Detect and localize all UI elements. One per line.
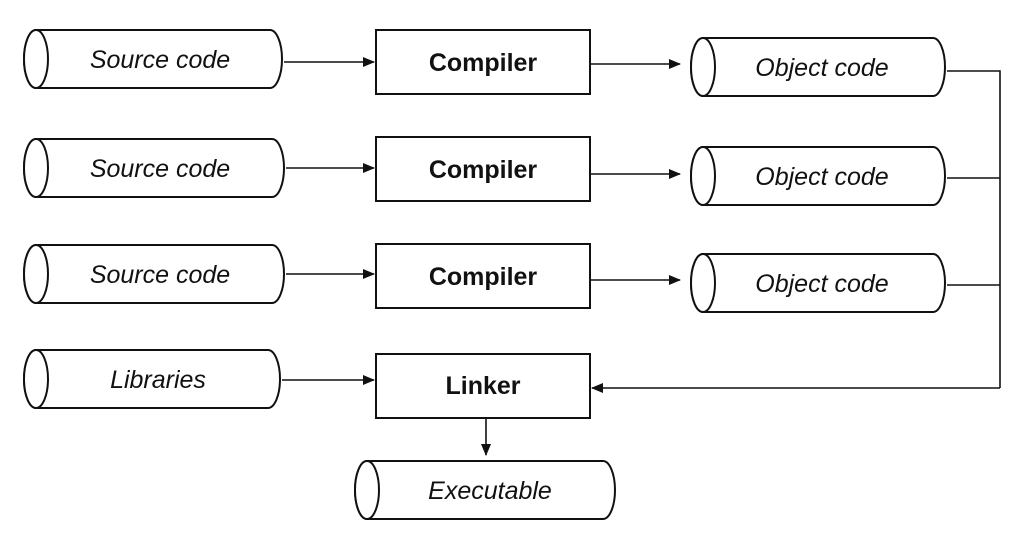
executable-label: Executable <box>428 477 552 505</box>
source-code-store-1: Source code <box>23 29 283 89</box>
source-code-label-3: Source code <box>90 261 230 289</box>
object-code-label-3: Object code <box>755 270 888 298</box>
object-code-label-2: Object code <box>755 163 888 191</box>
object-code-store-1: Object code <box>690 37 946 97</box>
compiler-label-3: Compiler <box>429 263 538 291</box>
compiler-box-2: Compiler <box>375 136 591 202</box>
compiler-label-2: Compiler <box>429 156 538 184</box>
compiler-label-1: Compiler <box>429 49 538 77</box>
executable-store: Executable <box>354 460 616 520</box>
source-code-store-3: Source code <box>23 244 285 304</box>
compiler-box-1: Compiler <box>375 29 591 95</box>
libraries-store: Libraries <box>23 349 281 409</box>
source-code-store-2: Source code <box>23 138 285 198</box>
libraries-label: Libraries <box>110 366 206 394</box>
linker-box: Linker <box>375 353 591 419</box>
source-code-label-2: Source code <box>90 155 230 183</box>
object-code-store-2: Object code <box>690 146 946 206</box>
object-code-store-3: Object code <box>690 253 946 313</box>
source-code-label-1: Source code <box>90 46 230 74</box>
object-code-label-1: Object code <box>755 54 888 82</box>
linker-label: Linker <box>445 372 520 400</box>
object-code-collector-line <box>947 70 1001 388</box>
compiler-box-3: Compiler <box>375 243 591 309</box>
